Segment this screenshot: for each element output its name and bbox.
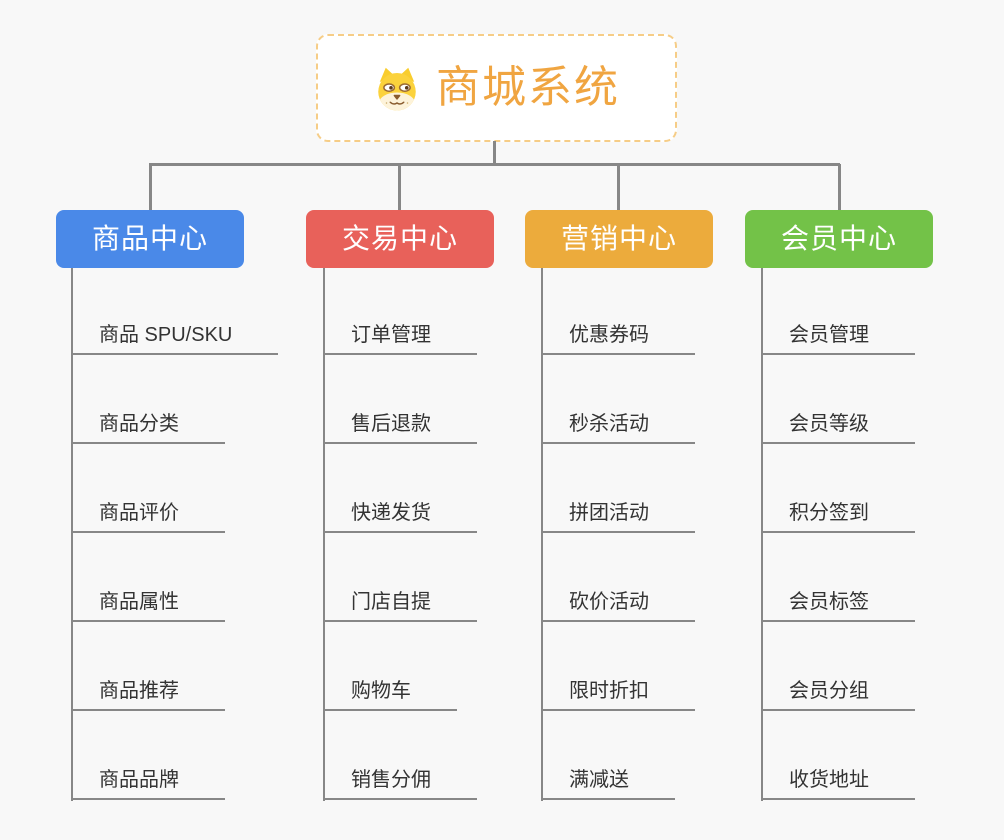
leaf-node[interactable]: 会员管理 (761, 266, 915, 355)
branch-label: 交易中心 (341, 223, 458, 254)
leaf-node[interactable]: 拼团活动 (541, 444, 695, 533)
leaf-node[interactable]: 砍价活动 (541, 533, 695, 622)
connector-spine-member (761, 268, 763, 801)
connector-horizontal-bar (149, 163, 840, 166)
connector-drop-trade (398, 164, 401, 210)
leaf-node[interactable]: 商品评价 (71, 444, 278, 533)
connector-root-stem (493, 141, 496, 164)
leaf-node[interactable]: 门店自提 (323, 533, 477, 622)
root-title: 商城系统 (436, 63, 620, 112)
doge-icon (378, 67, 416, 111)
leaf-node[interactable]: 优惠券码 (541, 266, 695, 355)
branch-label: 营销中心 (560, 223, 677, 254)
connector-drop-marketing (617, 164, 620, 210)
leaf-node[interactable]: 订单管理 (323, 266, 477, 355)
leaf-node[interactable]: 收货地址 (761, 711, 915, 800)
branch-items-product-center: 商品 SPU/SKU 商品分类 商品评价 商品属性 商品推荐 商品品牌 (71, 266, 279, 800)
leaf-node[interactable]: 积分签到 (761, 444, 915, 533)
leaf-node[interactable]: 购物车 (323, 622, 477, 711)
leaf-node[interactable]: 售后退款 (323, 355, 477, 444)
leaf-node[interactable]: 销售分佣 (323, 711, 477, 800)
leaf-node[interactable]: 会员等级 (761, 355, 915, 444)
branch-node-member-center[interactable]: 会员中心 (745, 210, 933, 268)
branch-items-marketing-center: 优惠券码 秒杀活动 拼团活动 砍价活动 限时折扣 满减送 (541, 266, 695, 800)
branch-items-member-center: 会员管理 会员等级 积分签到 会员标签 会员分组 收货地址 (761, 266, 915, 800)
leaf-node[interactable]: 商品品牌 (71, 711, 278, 800)
leaf-node[interactable]: 满减送 (541, 711, 695, 800)
branch-node-trade-center[interactable]: 交易中心 (306, 210, 494, 268)
leaf-node[interactable]: 商品推荐 (71, 622, 278, 711)
leaf-node[interactable]: 会员分组 (761, 622, 915, 711)
leaf-node[interactable]: 限时折扣 (541, 622, 695, 711)
connector-spine-marketing (541, 268, 543, 801)
branch-node-marketing-center[interactable]: 营销中心 (525, 210, 713, 268)
branch-node-product-center[interactable]: 商品中心 (56, 210, 244, 268)
leaf-node[interactable]: 商品分类 (71, 355, 278, 444)
leaf-node[interactable]: 会员标签 (761, 533, 915, 622)
connector-drop-member (838, 164, 841, 210)
connector-spine-product (71, 268, 73, 801)
connector-spine-trade (323, 268, 325, 801)
root-node[interactable]: 商城系统 (316, 34, 677, 142)
connector-drop-product (149, 164, 152, 210)
branch-label: 会员中心 (780, 223, 897, 254)
leaf-node[interactable]: 商品 SPU/SKU (71, 266, 279, 355)
leaf-node[interactable]: 秒杀活动 (541, 355, 695, 444)
branch-label: 商品中心 (91, 223, 208, 254)
leaf-node[interactable]: 商品属性 (71, 533, 278, 622)
leaf-node[interactable]: 快递发货 (323, 444, 477, 533)
branch-items-trade-center: 订单管理 售后退款 快递发货 门店自提 购物车 销售分佣 (323, 266, 477, 800)
